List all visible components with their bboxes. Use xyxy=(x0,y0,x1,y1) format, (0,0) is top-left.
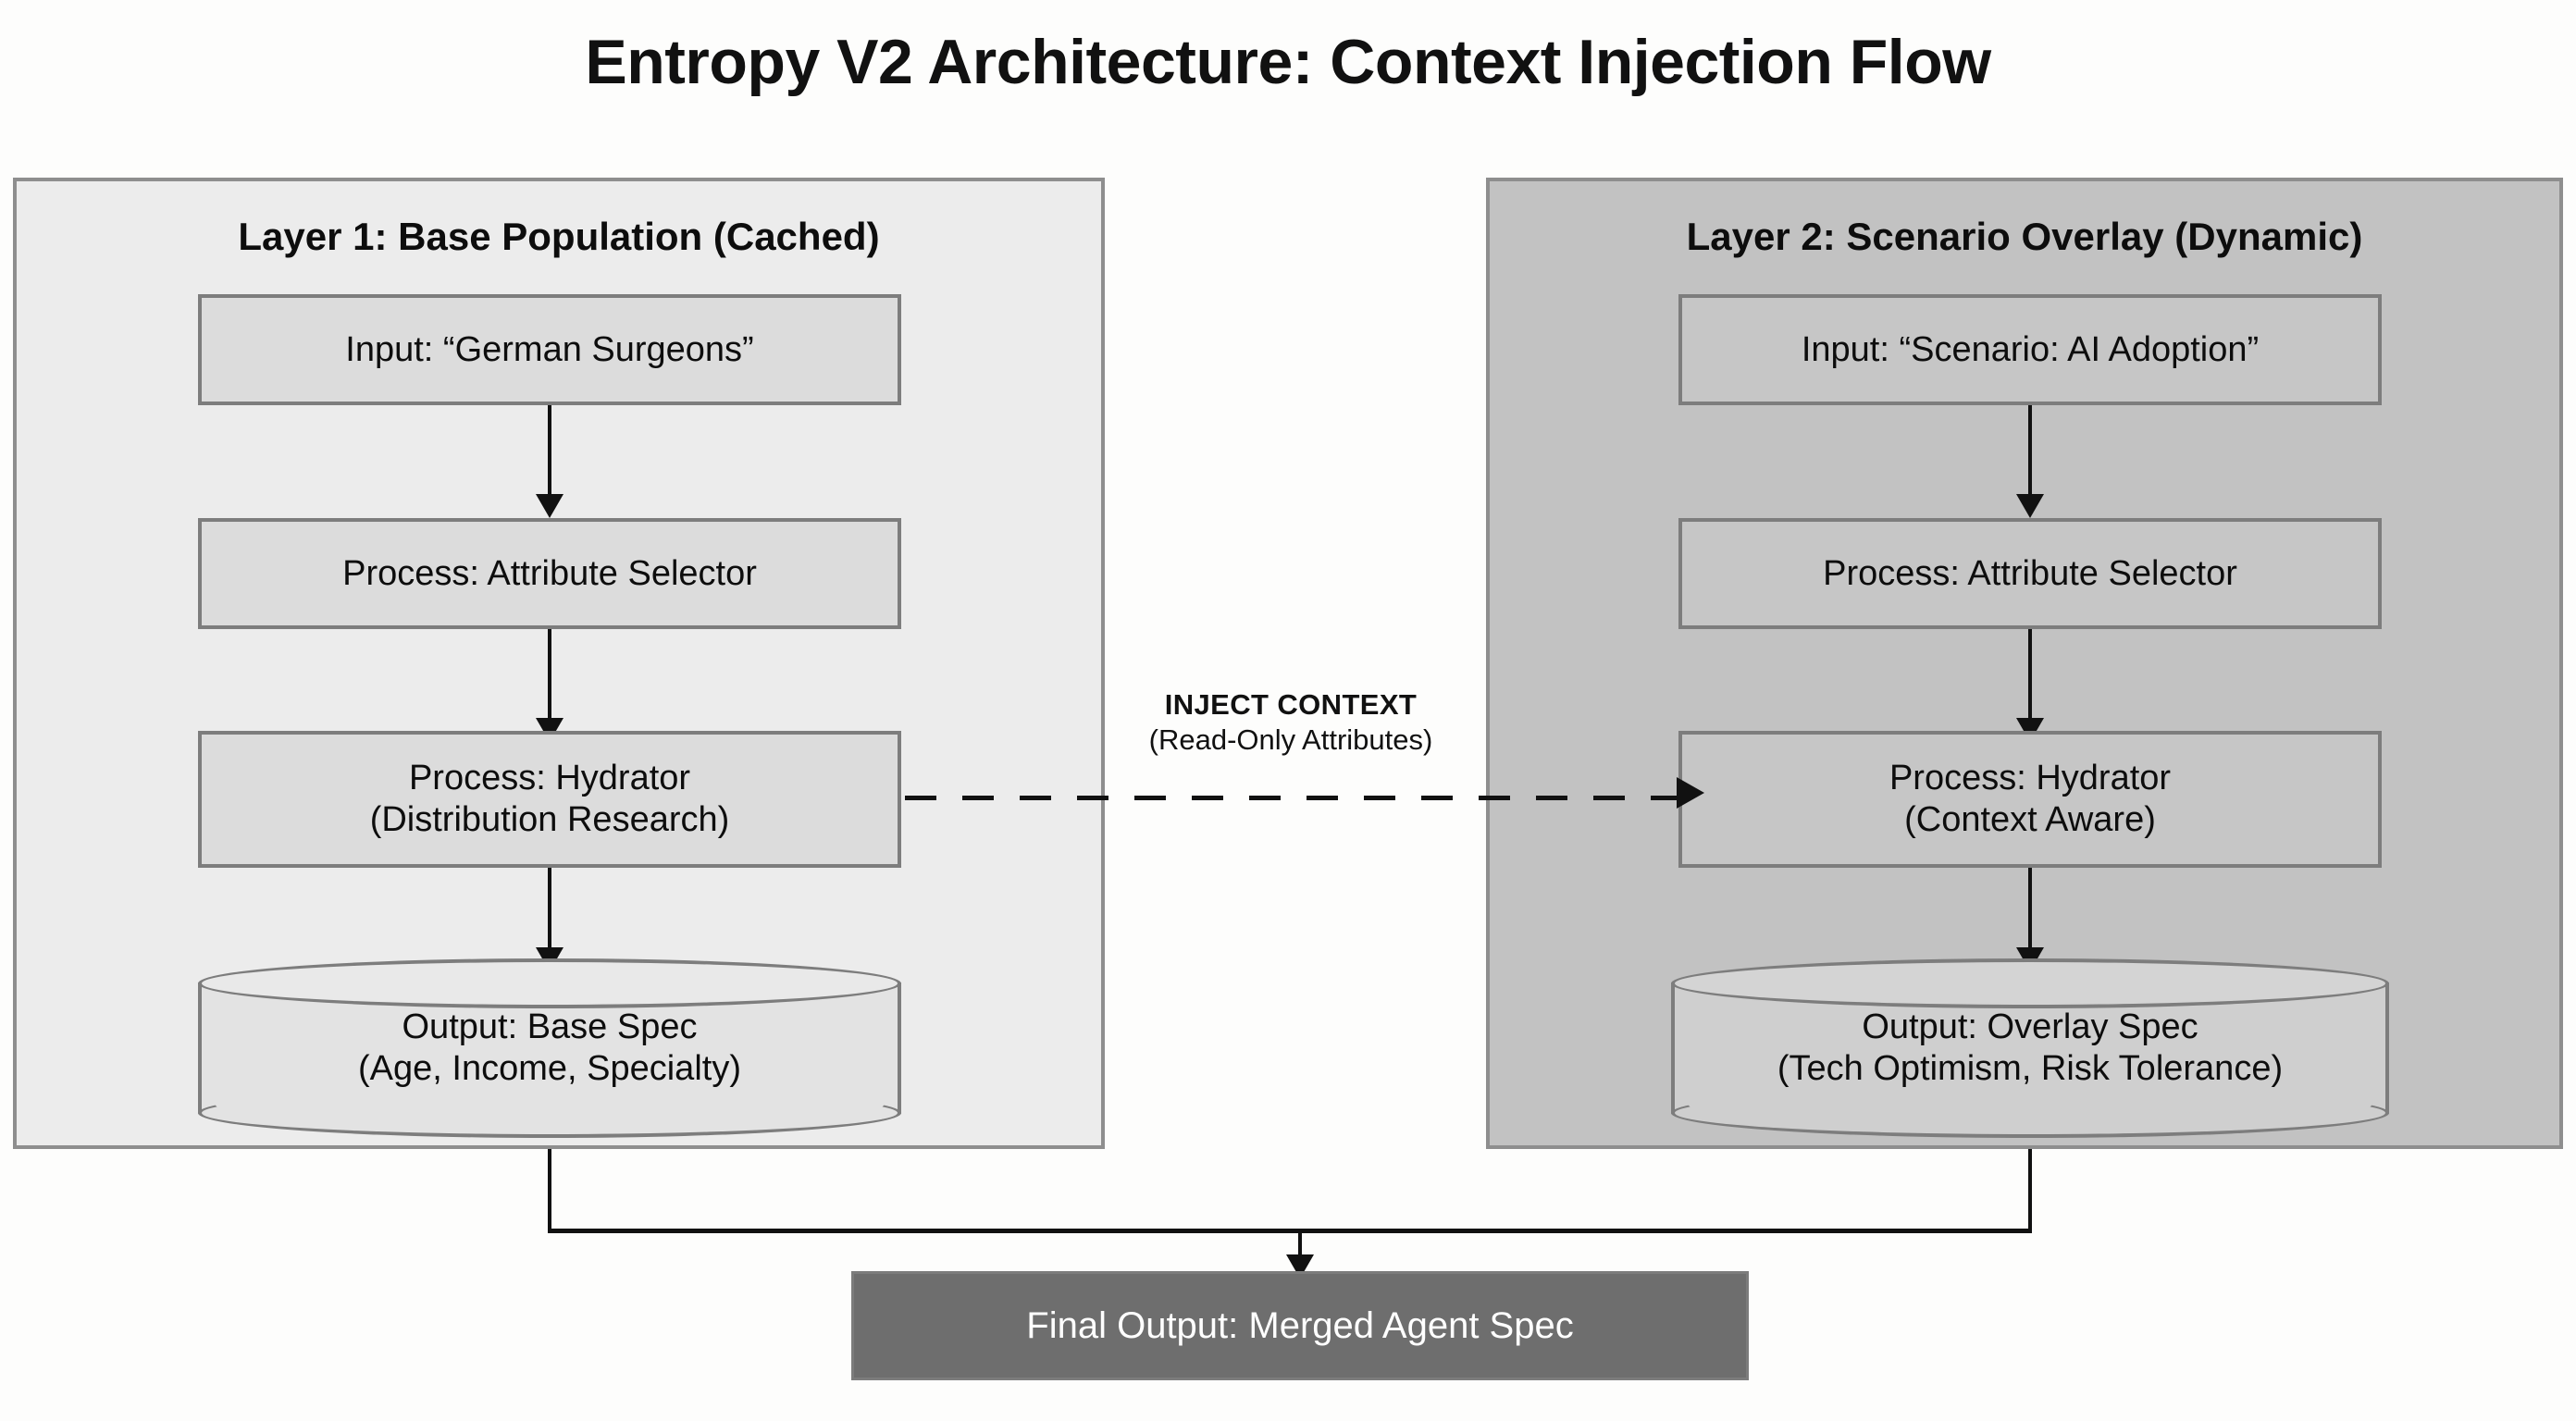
connector-l1-hydrator-to-output xyxy=(548,868,551,958)
node-layer2-attribute-selector[interactable]: Process: Attribute Selector xyxy=(1678,518,2382,629)
final-output-label: Final Output: Merged Agent Spec xyxy=(1026,1304,1574,1346)
cylinder-bottom-ellipse xyxy=(1671,1088,2389,1138)
node-layer1-attribute-selector-label: Process: Attribute Selector xyxy=(342,553,757,593)
cylinder-top-ellipse xyxy=(1671,958,2389,1008)
node-layer2-hydrator-line2: (Context Aware) xyxy=(1904,800,2156,839)
node-layer1-output-label: Output: Base Spec (Age, Income, Specialt… xyxy=(198,958,901,1138)
connector-right-panel-down xyxy=(2028,1149,2032,1232)
node-layer1-attribute-selector[interactable]: Process: Attribute Selector xyxy=(198,518,901,629)
connector-merge-horizontal xyxy=(548,1229,2032,1233)
node-layer2-output-line2: (Tech Optimism, Risk Tolerance) xyxy=(1777,1049,2284,1088)
connector-left-panel-down xyxy=(548,1149,551,1232)
connector-l2-hydrator-to-output xyxy=(2028,868,2032,958)
connector-l1-input-to-selector xyxy=(548,405,551,505)
inject-context-label: INJECT CONTEXT (Read-Only Attributes) xyxy=(1073,688,1508,757)
node-layer1-hydrator-line1: Process: Hydrator xyxy=(408,759,691,798)
node-layer2-output-label: Output: Overlay Spec (Tech Optimism, Ris… xyxy=(1671,958,2389,1138)
final-output-box[interactable]: Final Output: Merged Agent Spec xyxy=(851,1271,1749,1380)
node-layer2-hydrator-line1: Process: Hydrator xyxy=(1889,759,2172,798)
layer-1-title: Layer 1: Base Population (Cached) xyxy=(238,215,880,258)
node-layer1-output-datastore[interactable]: Output: Base Spec (Age, Income, Specialt… xyxy=(198,958,901,1138)
node-layer1-hydrator-line2: (Distribution Research) xyxy=(369,800,730,839)
node-layer2-hydrator[interactable]: Process: Hydrator (Context Aware) xyxy=(1678,731,2382,868)
node-layer2-attribute-selector-label: Process: Attribute Selector xyxy=(1823,553,2237,593)
node-layer1-input[interactable]: Input: “German Surgeons” xyxy=(198,294,901,405)
node-layer2-output-datastore[interactable]: Output: Overlay Spec (Tech Optimism, Ris… xyxy=(1671,958,2389,1138)
page-title: Entropy V2 Architecture: Context Injecti… xyxy=(585,27,1991,97)
inject-context-dashed-line xyxy=(905,796,1680,800)
inject-context-subtitle: (Read-Only Attributes) xyxy=(1148,723,1433,756)
cylinder-bottom-ellipse xyxy=(198,1088,901,1138)
node-layer1-input-label: Input: “German Surgeons” xyxy=(345,329,754,369)
connector-l2-selector-to-hydrator xyxy=(2028,629,2032,729)
connector-l2-input-to-selector xyxy=(2028,405,2032,505)
connector-l1-selector-to-hydrator xyxy=(548,629,551,729)
node-layer2-input-label: Input: “Scenario: AI Adoption” xyxy=(1801,329,2260,369)
node-layer1-output-line1: Output: Base Spec xyxy=(402,1007,698,1047)
node-layer2-output-line1: Output: Overlay Spec xyxy=(1862,1007,2198,1047)
arrowhead-l2-input-to-selector xyxy=(2016,494,2044,518)
cylinder-top-ellipse xyxy=(198,958,901,1008)
arrowhead-l1-input-to-selector xyxy=(536,494,564,518)
inject-context-arrowhead xyxy=(1677,777,1704,809)
node-layer2-input[interactable]: Input: “Scenario: AI Adoption” xyxy=(1678,294,2382,405)
node-layer1-output-line2: (Age, Income, Specialty) xyxy=(358,1049,741,1088)
node-layer1-hydrator[interactable]: Process: Hydrator (Distribution Research… xyxy=(198,731,901,868)
inject-context-title: INJECT CONTEXT xyxy=(1164,688,1418,721)
layer-2-title: Layer 2: Scenario Overlay (Dynamic) xyxy=(1686,215,2363,258)
